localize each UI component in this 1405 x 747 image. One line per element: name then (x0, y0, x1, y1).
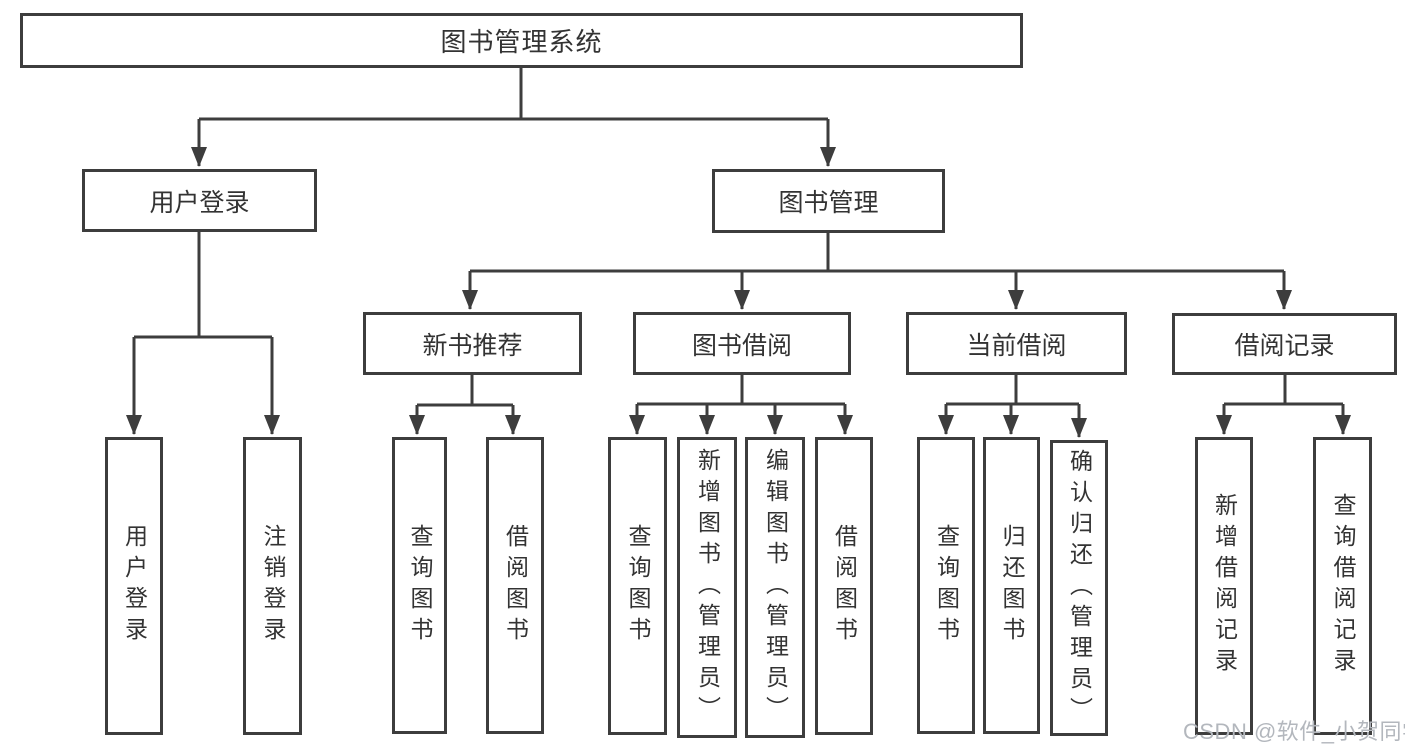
leaf-nb-borrow-books: 借阅图书 (486, 437, 544, 734)
leaf-logout: 注销登录 (243, 437, 302, 735)
leaf-bb-query-books-label: 查询图书 (625, 524, 651, 648)
leaf-bb-query-books: 查询图书 (608, 437, 667, 735)
leaf-user-login-label: 用户登录 (121, 524, 148, 648)
leaf-logout-label: 注销登录 (260, 524, 286, 648)
leaf-cb-return-books-label: 归还图书 (999, 523, 1025, 648)
leaf-cb-query-books-label: 查询图书 (933, 523, 960, 648)
node-book-borrow-label: 图书借阅 (691, 331, 792, 360)
leaf-user-login: 用户登录 (105, 437, 163, 735)
leaf-bb-borrow-books-label: 借阅图书 (831, 524, 858, 648)
leaf-cb-confirm-return-admin-label: 确认归还（管理员） (1066, 448, 1093, 728)
leaf-bb-add-books-admin-label: 新增图书（管理员） (694, 448, 721, 727)
leaf-nb-query-books: 查询图书 (392, 437, 447, 734)
csdn-watermark: CSDN @软件_小贺同学 (1183, 719, 1405, 744)
leaf-bb-borrow-books: 借阅图书 (815, 437, 873, 735)
leaf-rec-query-record: 查询借阅记录 (1313, 437, 1372, 735)
leaf-cb-return-books: 归还图书 (983, 437, 1040, 734)
node-root: 图书管理系统 (20, 13, 1023, 68)
leaf-nb-borrow-books-label: 借阅图书 (502, 523, 529, 648)
leaf-rec-query-record-label: 查询借阅记录 (1330, 493, 1356, 679)
leaf-bb-add-books-admin: 新增图书（管理员） (677, 437, 737, 738)
node-root-label: 图书管理系统 (440, 27, 603, 57)
leaf-rec-add-record: 新增借阅记录 (1195, 437, 1253, 735)
leaf-bb-edit-books-admin-label: 编辑图书（管理员） (762, 448, 789, 727)
node-new-book-recommend-label: 新书推荐 (422, 331, 523, 360)
node-user-login-label: 用户登录 (149, 188, 250, 217)
node-book-management-label: 图书管理 (778, 189, 879, 217)
leaf-cb-query-books: 查询图书 (917, 437, 975, 734)
leaf-cb-confirm-return-admin: 确认归还（管理员） (1050, 440, 1108, 736)
node-new-book-recommend: 新书推荐 (363, 312, 582, 375)
node-current-borrow-label: 当前借阅 (966, 331, 1067, 360)
leaf-bb-edit-books-admin: 编辑图书（管理员） (745, 437, 805, 738)
leaf-nb-query-books-label: 查询图书 (407, 523, 433, 648)
node-current-borrow: 当前借阅 (906, 312, 1127, 375)
leaf-rec-add-record-label: 新增借阅记录 (1211, 493, 1238, 679)
node-borrow-records: 借阅记录 (1172, 313, 1397, 375)
node-book-management: 图书管理 (712, 169, 945, 233)
node-user-login: 用户登录 (82, 169, 317, 232)
node-borrow-records-label: 借阅记录 (1234, 332, 1335, 360)
node-book-borrow: 图书借阅 (633, 312, 851, 375)
